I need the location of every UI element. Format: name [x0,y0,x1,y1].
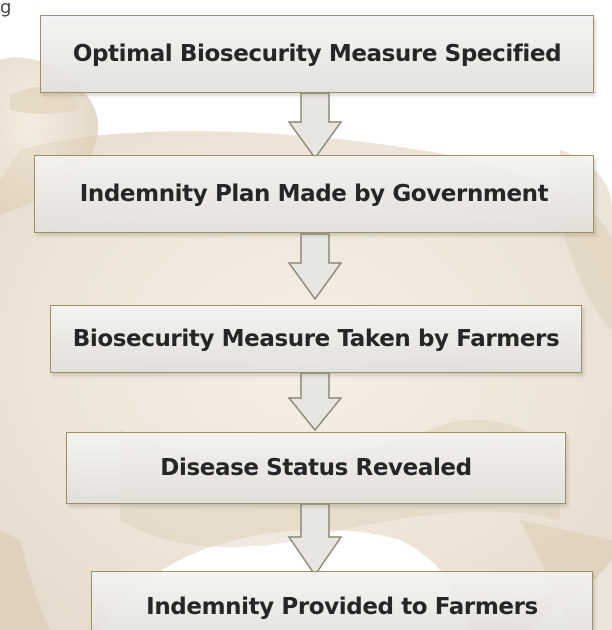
flow-step-label: Biosecurity Measure Taken by Farmers [72,326,560,352]
down-arrow-icon [287,233,343,301]
flow-step-box: Optimal Biosecurity Measure Specified [40,15,594,93]
flow-step-box: Indemnity Provided to Farmers [91,571,593,630]
flow-step-label: Indemnity Plan Made by Government [79,181,549,207]
flow-step-box: Indemnity Plan Made by Government [34,155,594,233]
flow-step-box: Biosecurity Measure Taken by Farmers [50,305,582,373]
down-arrow-icon [287,372,343,432]
corner-label: g [0,0,12,18]
down-arrow-icon [287,92,343,160]
flow-step-label: Indemnity Provided to Farmers [146,594,538,620]
flow-step-label: Disease Status Revealed [160,455,472,481]
flow-step-label: Optimal Biosecurity Measure Specified [72,41,562,67]
down-arrow-icon [287,503,343,577]
flow-step-box: Disease Status Revealed [66,432,566,504]
